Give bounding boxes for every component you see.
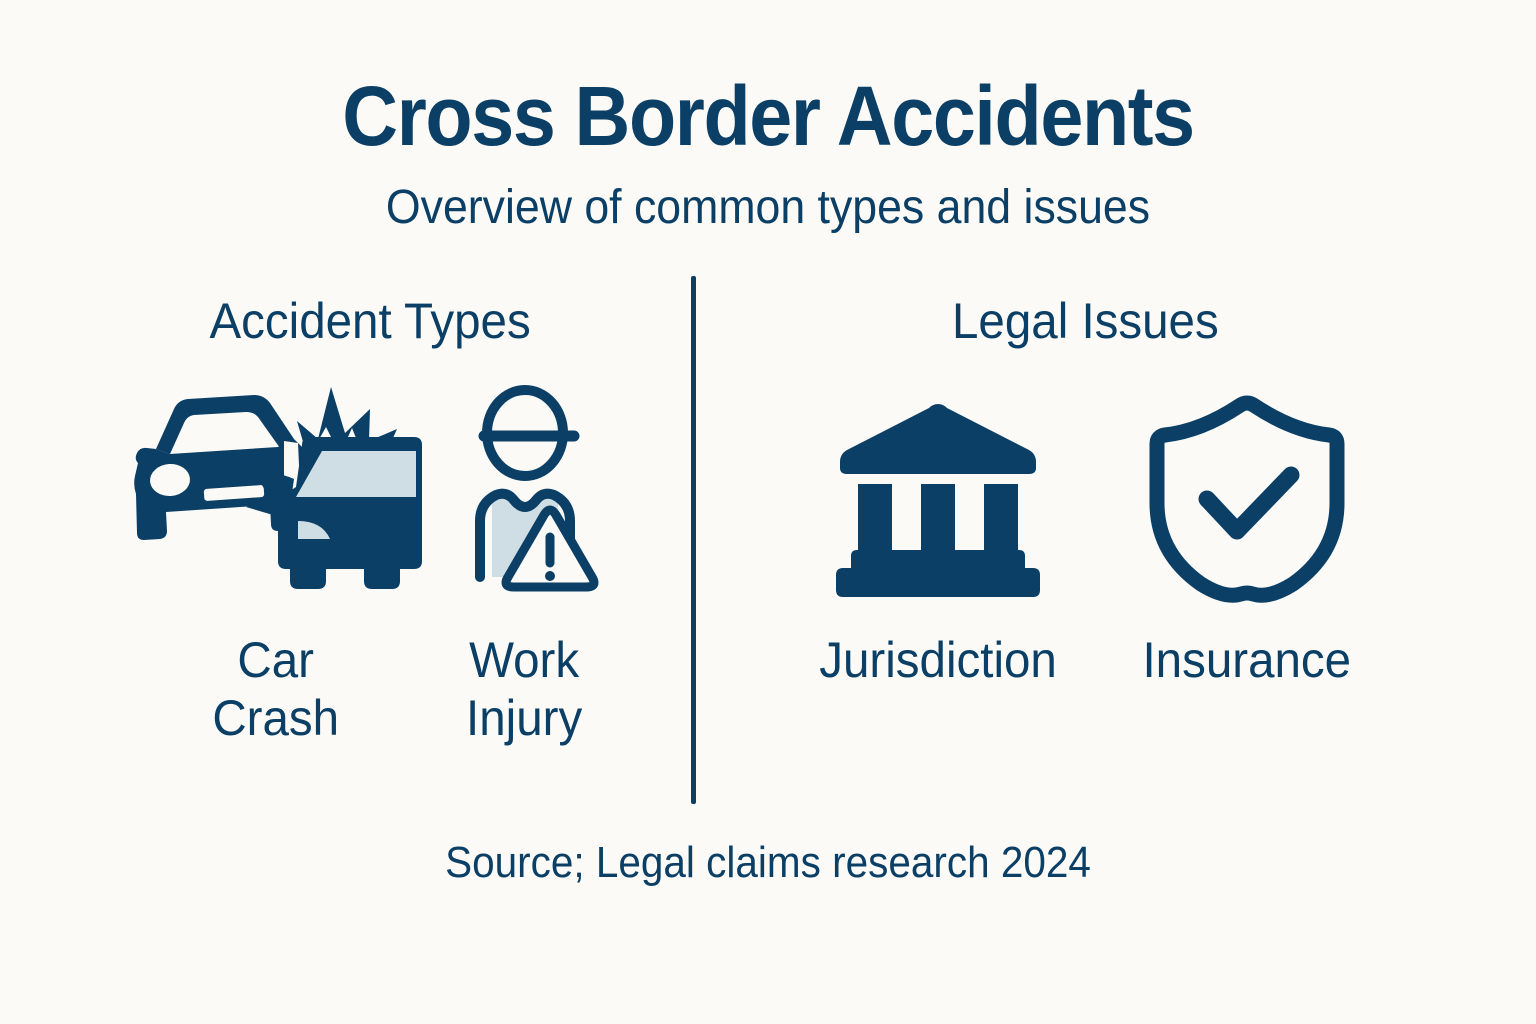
panel-legal-issues: Legal Issues [705,268,1465,808]
panel-heading-accident-types: Accident Types [209,293,531,349]
item-label-work-injury: Work Injury [465,632,583,746]
item-label-car-crash: Car Crash [212,632,340,746]
item-label-insurance: Insurance [1142,632,1352,688]
header: Cross Border Accidents Overview of commo… [0,0,1536,232]
panels-container: Accident Types [0,268,1536,808]
page-subtitle: Overview of common types and issues [385,181,1151,234]
shield-check-icon [1145,391,1350,606]
panel-accident-types: Accident Types [60,268,680,808]
worker-injury-icon-box [434,376,614,606]
panel-heading-legal-issues: Legal Issues [951,293,1219,349]
item-label-jurisdiction: Jurisdiction [819,632,1057,688]
vertical-divider [691,276,696,804]
legal-issue-items: Jurisdiction Ins [705,376,1465,690]
shield-check-icon-box [1145,376,1350,606]
source-note: Source; Legal claims research 2024 [445,838,1091,887]
worker-injury-icon [434,381,614,606]
accident-type-items: Car Crash [60,376,680,747]
page-title: Cross Border Accidents [342,69,1195,163]
car-crash-icon-box [126,376,426,606]
item-work-injury[interactable]: Work Injury [434,376,614,747]
item-insurance[interactable]: Insurance [1137,376,1357,690]
car-crash-icon [126,381,426,606]
item-car-crash[interactable]: Car Crash [126,376,426,747]
item-jurisdiction[interactable]: Jurisdiction [813,376,1063,690]
footer: Source; Legal claims research 2024 [0,838,1536,888]
courthouse-icon [833,396,1043,606]
courthouse-icon-box [833,376,1043,606]
